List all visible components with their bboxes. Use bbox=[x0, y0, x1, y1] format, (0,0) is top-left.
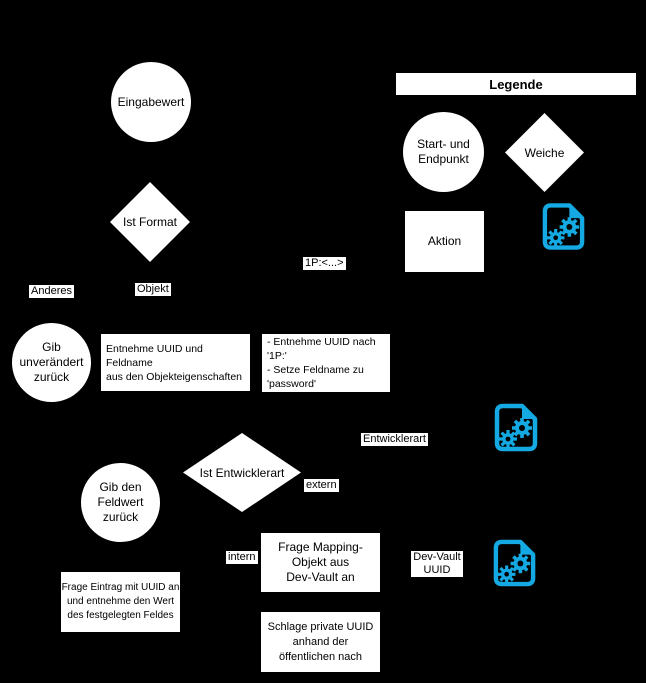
edge-label-objekt: Objekt bbox=[135, 283, 171, 296]
node-gib-feldwert-zurueck: Gib den Feldwert zurück bbox=[81, 463, 160, 542]
node-gib-unveraendert-zurueck: Gib unverändert zurück bbox=[12, 323, 91, 402]
legend-aktion: Aktion bbox=[405, 211, 484, 272]
gears-document-icon bbox=[492, 402, 540, 453]
node-entnehme-uuid-feldname: Entnehme UUID und Feldname aus den Objek… bbox=[101, 334, 250, 391]
edge-label-entwicklerart: Entwicklerart bbox=[361, 433, 428, 446]
edge-label-1p: 1P:<...> bbox=[303, 257, 346, 270]
legend-start-endpunkt: Start- und Endpunkt bbox=[403, 112, 484, 192]
edge-label-dev-vault-uuid: Dev-Vault UUID bbox=[411, 551, 463, 577]
node-frage-mapping-objekt: Frage Mapping- Objekt aus Dev-Vault an bbox=[261, 533, 380, 592]
node-ist-entwicklerart: Ist Entwicklerart bbox=[183, 433, 301, 512]
legend-weiche: Weiche bbox=[505, 113, 584, 192]
node-eingabewert: Eingabewert bbox=[111, 62, 191, 142]
node-ist-format: Ist Format bbox=[110, 182, 190, 262]
gears-document-icon bbox=[491, 538, 538, 588]
node-entnehme-uuid-1p: - Entnehme UUID nach '1P:' - Setze Feldn… bbox=[262, 334, 390, 392]
legend-title: Legende bbox=[396, 73, 636, 95]
gears-document-icon bbox=[540, 201, 587, 252]
edge-label-intern: intern bbox=[226, 551, 258, 564]
node-schlage-private-uuid: Schlage private UUID anhand der öffentli… bbox=[261, 612, 380, 672]
edge-label-extern: extern bbox=[304, 479, 339, 492]
node-frage-eintrag-uuid: Frage Eintrag mit UUID an und entnehme d… bbox=[61, 572, 180, 632]
edge-label-anderes: Anderes bbox=[29, 285, 74, 298]
